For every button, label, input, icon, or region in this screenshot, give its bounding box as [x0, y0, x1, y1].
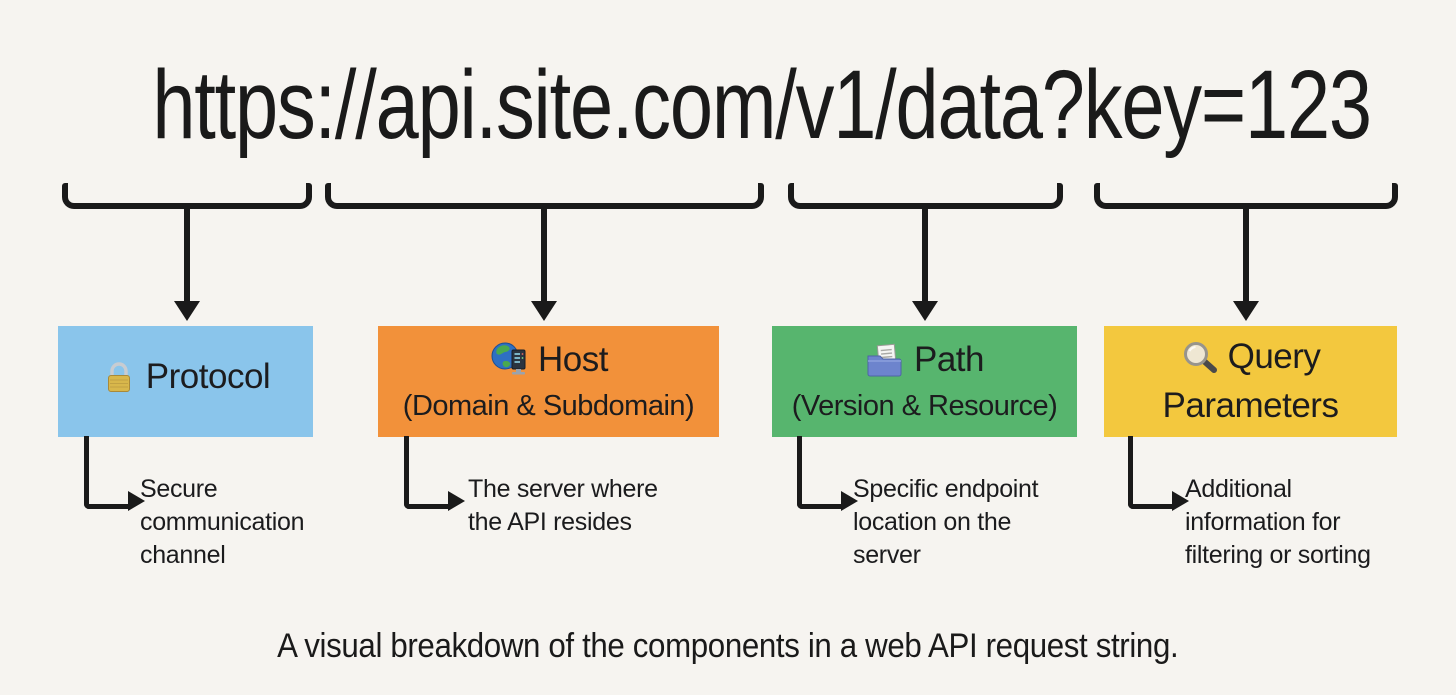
host-box-subtitle: (Domain & Subdomain) — [402, 390, 695, 423]
query-box-label: Query Parameters — [1162, 336, 1339, 425]
diagram-caption-text: A visual breakdown of the components in … — [277, 627, 1179, 665]
path-elbow-arrow — [797, 436, 858, 511]
protocol-box: Protocol — [58, 326, 313, 437]
host-down-arrow — [541, 206, 547, 301]
path-down-arrow — [922, 206, 928, 301]
magnifier-icon — [1181, 340, 1219, 386]
host-box-label: Host — [538, 339, 608, 379]
path-box-label: Path — [914, 339, 985, 379]
protocol-box-label: Protocol — [145, 357, 271, 397]
host-box: Host (Domain & Subdomain) — [378, 326, 719, 437]
query-box-title: Query Parameters — [1163, 337, 1339, 426]
query-elbow-arrow — [1128, 436, 1189, 511]
host-description: The server where the API resides — [468, 475, 658, 536]
folder-document-icon — [865, 343, 905, 389]
query-parameters-box: Query Parameters — [1104, 326, 1397, 437]
globe-server-icon — [489, 341, 529, 389]
query-down-arrow — [1243, 206, 1249, 301]
protocol-description: Secure communication channel — [140, 475, 305, 569]
path-box-title: Path — [865, 339, 985, 389]
path-box-subtitle: (Version & Resource) — [791, 390, 1058, 423]
query-description: Additional information for filtering or … — [1185, 475, 1371, 569]
diagram-caption: A visual breakdown of the components in … — [0, 627, 1456, 666]
api-url-text: https://api.site.com/v1/data?key=123 — [0, 50, 1456, 159]
path-description: Specific endpoint location on the server — [853, 475, 1039, 569]
path-box: Path (Version & Resource) — [772, 326, 1077, 437]
host-elbow-arrow — [404, 436, 465, 511]
protocol-elbow-arrow — [84, 436, 145, 511]
protocol-down-arrow — [184, 206, 190, 301]
protocol-box-title: Protocol — [101, 357, 271, 406]
host-box-title: Host — [489, 340, 608, 389]
api-url-value: https://api.site.com/v1/data?key=123 — [152, 50, 1372, 159]
lock-icon — [101, 360, 137, 406]
